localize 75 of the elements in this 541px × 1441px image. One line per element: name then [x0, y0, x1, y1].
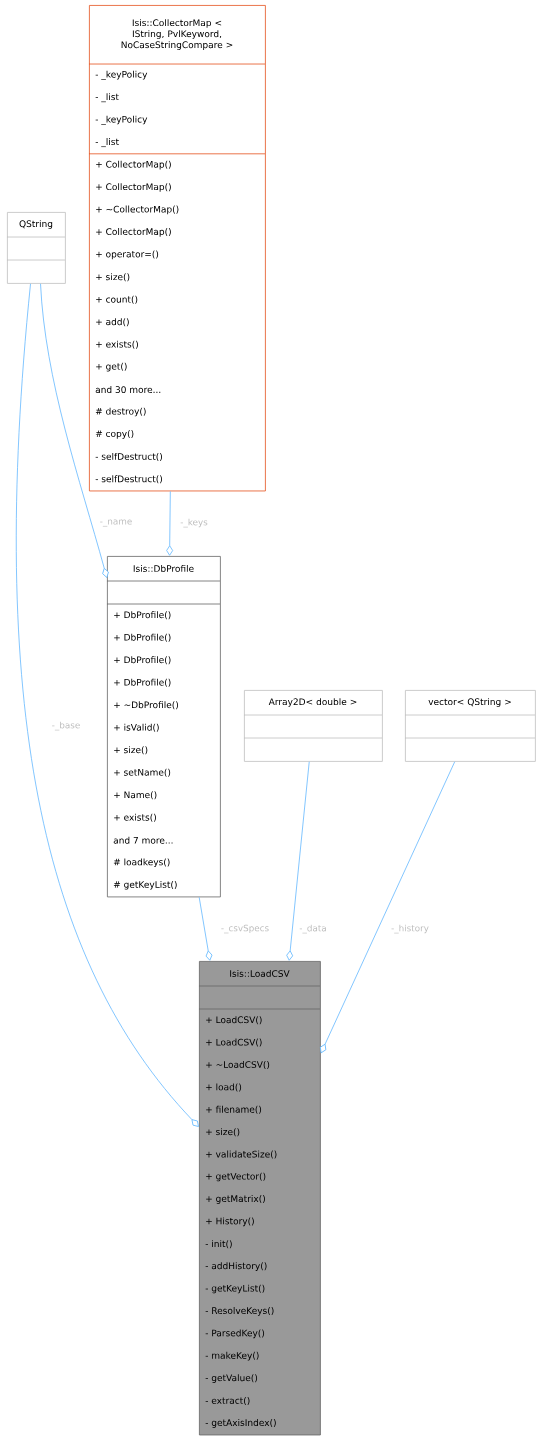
member-text: + ~LoadCSV() [206, 1061, 270, 1069]
aggregation-line [16, 283, 199, 1127]
member-text: + get() [96, 362, 127, 372]
member-text: + exists() [114, 813, 156, 822]
member-text: + getVector() [206, 1172, 266, 1182]
member-text: + DbProfile() [114, 633, 171, 642]
member-text: + LoadCSV() [206, 1016, 262, 1025]
member-text: + add() [96, 318, 129, 327]
class-name: QString [19, 220, 53, 229]
member-text: + History() [206, 1217, 254, 1227]
member-text: + size() [114, 746, 148, 755]
member-text: + DbProfile() [114, 678, 171, 687]
member-text: - init() [205, 1240, 232, 1249]
aggregation-line [198, 896, 213, 961]
member-text: # copy() [95, 430, 134, 439]
class-box [243, 690, 383, 762]
member-text: + ~DbProfile() [114, 701, 179, 710]
member-text: + load() [206, 1083, 242, 1092]
aggregation-line [166, 490, 174, 556]
aggregation-line [40, 283, 109, 578]
member-text: + validateSize() [206, 1150, 277, 1159]
class-box [198, 961, 321, 1436]
member-text: - addHistory() [205, 1262, 267, 1271]
class-name: Isis::LoadCSV [230, 970, 290, 977]
member-text: - _list [95, 138, 119, 148]
edge-label: -_keys [179, 517, 209, 529]
member-text: + CollectorMap() [96, 183, 171, 192]
edge-label: -_csvSpecs [219, 923, 271, 935]
member-text: - getValue() [205, 1374, 258, 1383]
edge-label: -_history [390, 923, 430, 935]
member-text: - selfDestruct() [95, 475, 162, 484]
member-text: + Name() [114, 791, 157, 800]
member-text: - _keyPolicy [95, 70, 148, 80]
member-text: + exists() [96, 340, 138, 349]
member-text: + DbProfile() [114, 656, 171, 665]
member-text: - extract() [205, 1397, 250, 1405]
edge-label: -_data [298, 923, 328, 935]
member-text: + operator=() [96, 250, 159, 260]
member-text: - getKeyList() [205, 1284, 265, 1294]
member-text: + setName() [114, 768, 171, 777]
member-text: and 7 more... [113, 836, 173, 844]
member-text: + LoadCSV() [206, 1038, 262, 1047]
member-text: + ~CollectorMap() [96, 205, 179, 215]
class-name: Isis::CollectorMap < IString, PvlKeyword, NoCaseStringCompare > [121, 19, 233, 50]
member-text: + size() [206, 1128, 240, 1137]
member-text: - ResolveKeys() [205, 1307, 274, 1316]
class-name: Array2D< double > [268, 698, 357, 707]
member-text: - ParsedKey() [205, 1329, 265, 1339]
member-text: - _list [95, 93, 119, 103]
aggregation-line [286, 761, 310, 961]
class-name: Isis::DbProfile [133, 565, 194, 572]
class-name: vector< QString > [428, 698, 511, 707]
member-text: - makeKey() [205, 1351, 259, 1361]
member-text: # getKeyList() [113, 880, 177, 890]
member-text: + size() [96, 273, 130, 282]
member-text: + isValid() [114, 723, 159, 732]
member-text: # destroy() [95, 407, 146, 417]
member-text: + count() [96, 295, 138, 304]
member-text: - _keyPolicy [95, 115, 148, 125]
member-text: + CollectorMap() [96, 228, 171, 237]
member-text: + DbProfile() [114, 611, 171, 620]
member-text: + filename() [206, 1105, 262, 1114]
class-box [404, 690, 536, 762]
member-text: # loadkeys() [113, 858, 170, 868]
class-box [106, 556, 221, 898]
class-box [88, 5, 266, 492]
member-text: and 30 more... [95, 386, 161, 393]
edge-label: -_name [98, 518, 134, 528]
class-box [6, 212, 66, 284]
member-text: - getAxisIndex() [205, 1419, 276, 1428]
member-text: + CollectorMap() [96, 160, 171, 170]
edge-label: -_base [50, 720, 82, 732]
member-text: - selfDestruct() [95, 452, 162, 461]
member-text: + getMatrix() [206, 1195, 265, 1204]
aggregation-line [319, 761, 456, 1054]
